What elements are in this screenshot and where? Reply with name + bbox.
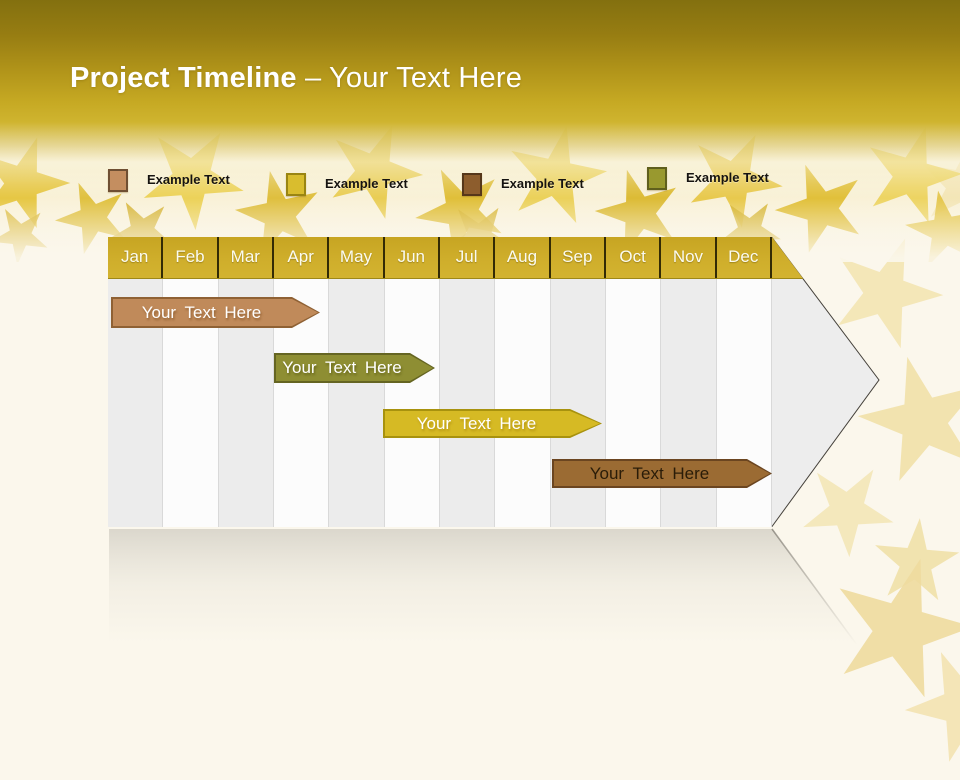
column-stripe <box>550 278 606 527</box>
column-stripe <box>495 278 551 527</box>
month-cell-feb: Feb <box>163 237 219 278</box>
timeline-arrow: Jan Feb Mar Apr May Jun Jul Aug Sep Oct … <box>108 237 880 527</box>
task-bar-2[interactable]: Your Text Here <box>274 353 435 383</box>
legend-item: Example Text <box>462 172 584 196</box>
task-bar-1[interactable]: Your Text Here <box>111 297 320 328</box>
month-cell-aug: Aug <box>495 237 551 278</box>
month-cell-oct: Oct <box>606 237 662 278</box>
month-cell-jun: Jun <box>385 237 440 278</box>
month-column-stripes <box>108 278 772 527</box>
task-bar-label[interactable]: Your Text Here <box>141 302 262 322</box>
task-bar-fill <box>276 355 433 381</box>
column-stripe <box>384 278 440 527</box>
task-bar-3[interactable]: Your Text Here <box>383 409 602 438</box>
task-bar-4[interactable]: Your Text Here <box>552 459 772 488</box>
legend-label[interactable]: Example Text <box>325 176 408 191</box>
column-stripe <box>661 278 717 527</box>
column-stripe <box>716 278 772 527</box>
month-cell-jul: Jul <box>440 237 496 278</box>
month-cell-mar: Mar <box>219 237 274 278</box>
legend-swatch-brown <box>462 172 482 196</box>
task-bar-label[interactable]: Your Text Here <box>282 358 402 377</box>
timeline-body: Jan Feb Mar Apr May Jun Jul Aug Sep Oct … <box>108 237 879 527</box>
month-cell-nov: Nov <box>661 237 717 278</box>
month-header-row: Jan Feb Mar Apr May Jun Jul Aug Sep Oct … <box>108 237 772 278</box>
month-cell-jan: Jan <box>108 237 164 278</box>
legend-label[interactable]: Example Text <box>147 172 230 187</box>
task-bar-fill <box>113 299 318 326</box>
legend-item: Example Text <box>647 166 769 190</box>
month-cell-dec: Dec <box>717 237 772 278</box>
legend-item: Example Text <box>286 172 408 196</box>
legend-item: Example Text <box>108 168 230 192</box>
month-cell-may: May <box>329 237 385 278</box>
legend-swatch-tan <box>108 168 128 192</box>
legend-swatch-yellow <box>286 172 306 196</box>
task-bar-fill <box>385 411 600 436</box>
column-stripe <box>439 278 496 527</box>
column-stripe <box>329 278 385 527</box>
legend-label[interactable]: Example Text <box>501 176 584 191</box>
month-cell-apr: Apr <box>274 237 330 278</box>
page-title[interactable]: Project Timeline – Your Text Here <box>70 62 522 95</box>
title-bold-part: Project Timeline <box>70 62 297 94</box>
legend-label[interactable]: Example Text <box>686 170 769 185</box>
legend-swatch-olive <box>647 166 667 190</box>
column-stripe <box>605 278 662 527</box>
task-bar-label[interactable]: Your Text Here <box>416 413 537 433</box>
timeline-reflection <box>108 528 880 651</box>
task-bar-label[interactable]: Your Text Here <box>589 463 710 483</box>
month-cell-sep: Sep <box>551 237 606 278</box>
title-placeholder-part: – Your Text Here <box>304 62 523 94</box>
task-bar-fill <box>554 461 770 486</box>
